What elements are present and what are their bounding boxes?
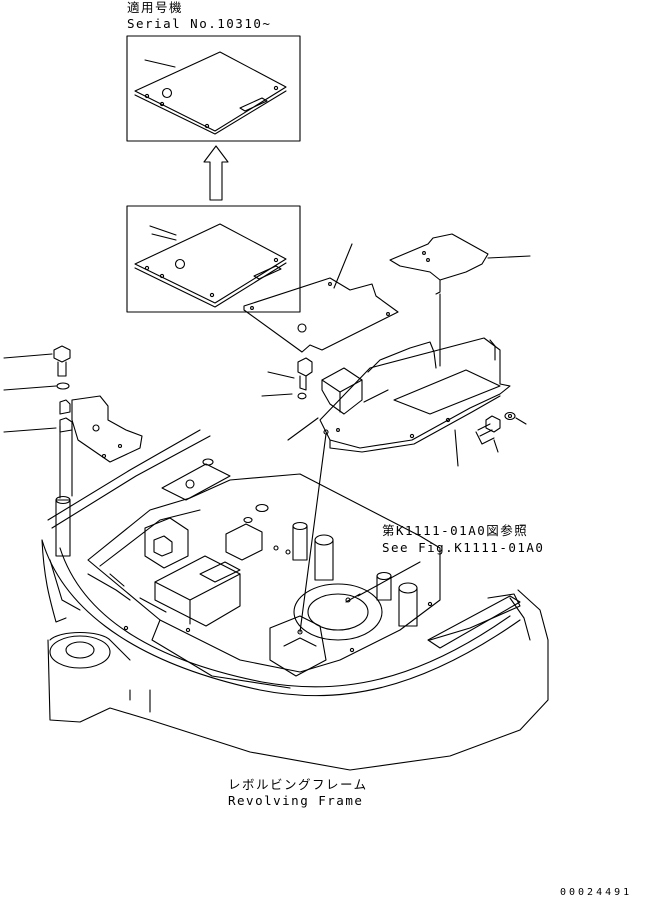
applicability-label-ja: 適用号機 xyxy=(127,0,184,15)
upper-right-cover xyxy=(389,233,531,367)
bolt-right xyxy=(475,411,527,453)
right-plate xyxy=(319,337,511,467)
upgrade-arrow xyxy=(203,145,229,201)
floor-cover-plate xyxy=(243,243,399,353)
left-bracket-assembly xyxy=(3,345,143,499)
bracket xyxy=(321,367,389,415)
document-id: 00024491 xyxy=(560,887,633,898)
frame-label-ja: レボルビングフレーム xyxy=(228,777,368,792)
cover-plate-new-box xyxy=(126,35,301,142)
reference-label-en: See Fig.K1111-01A0 xyxy=(382,540,545,555)
bolt-center xyxy=(261,357,329,633)
label-leaders xyxy=(151,233,177,241)
frame-label-en: Revolving Frame xyxy=(228,793,364,808)
revolving-frame xyxy=(41,429,549,771)
reference-label-ja: 第K1111-01A0図参照 xyxy=(382,523,529,538)
applicability-label-en: Serial No.10310~ xyxy=(127,16,272,31)
cover-plate-old-box xyxy=(126,205,301,313)
